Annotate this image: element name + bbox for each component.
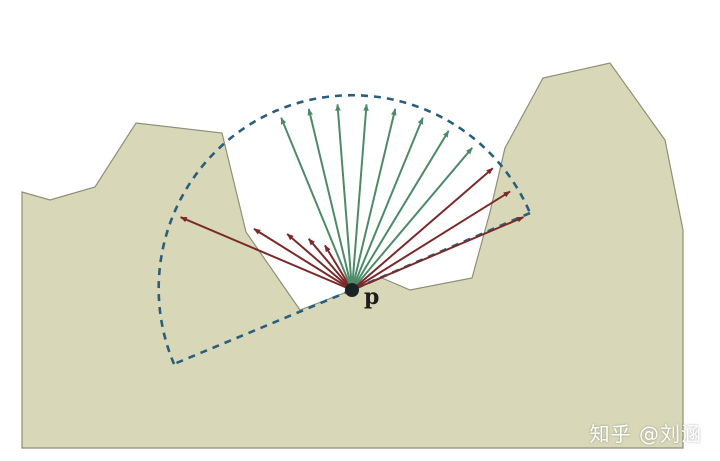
visible-ray <box>335 103 353 291</box>
occluded-ray <box>179 216 353 291</box>
occluded-ray <box>351 216 525 291</box>
point-label: p <box>364 284 380 310</box>
occluded-ray <box>286 233 353 291</box>
visible-ray <box>351 117 424 291</box>
occluded-ray <box>324 244 353 291</box>
occluded-ray <box>351 167 494 291</box>
ray-group <box>179 103 525 291</box>
occluded-ray <box>253 228 353 291</box>
occluded-ray <box>351 190 511 291</box>
watermark: 知乎 @刘涵 <box>589 422 702 446</box>
visible-ray <box>351 130 450 291</box>
visible-ray <box>351 147 473 291</box>
sample-point <box>345 283 359 297</box>
visible-ray <box>307 108 353 291</box>
terrain-surface <box>21 62 684 449</box>
visible-ray <box>351 103 369 291</box>
visible-ray <box>280 117 353 291</box>
sampling-hemisphere-arc <box>157 93 532 365</box>
visible-ray <box>351 108 397 291</box>
occluded-ray <box>307 238 353 291</box>
